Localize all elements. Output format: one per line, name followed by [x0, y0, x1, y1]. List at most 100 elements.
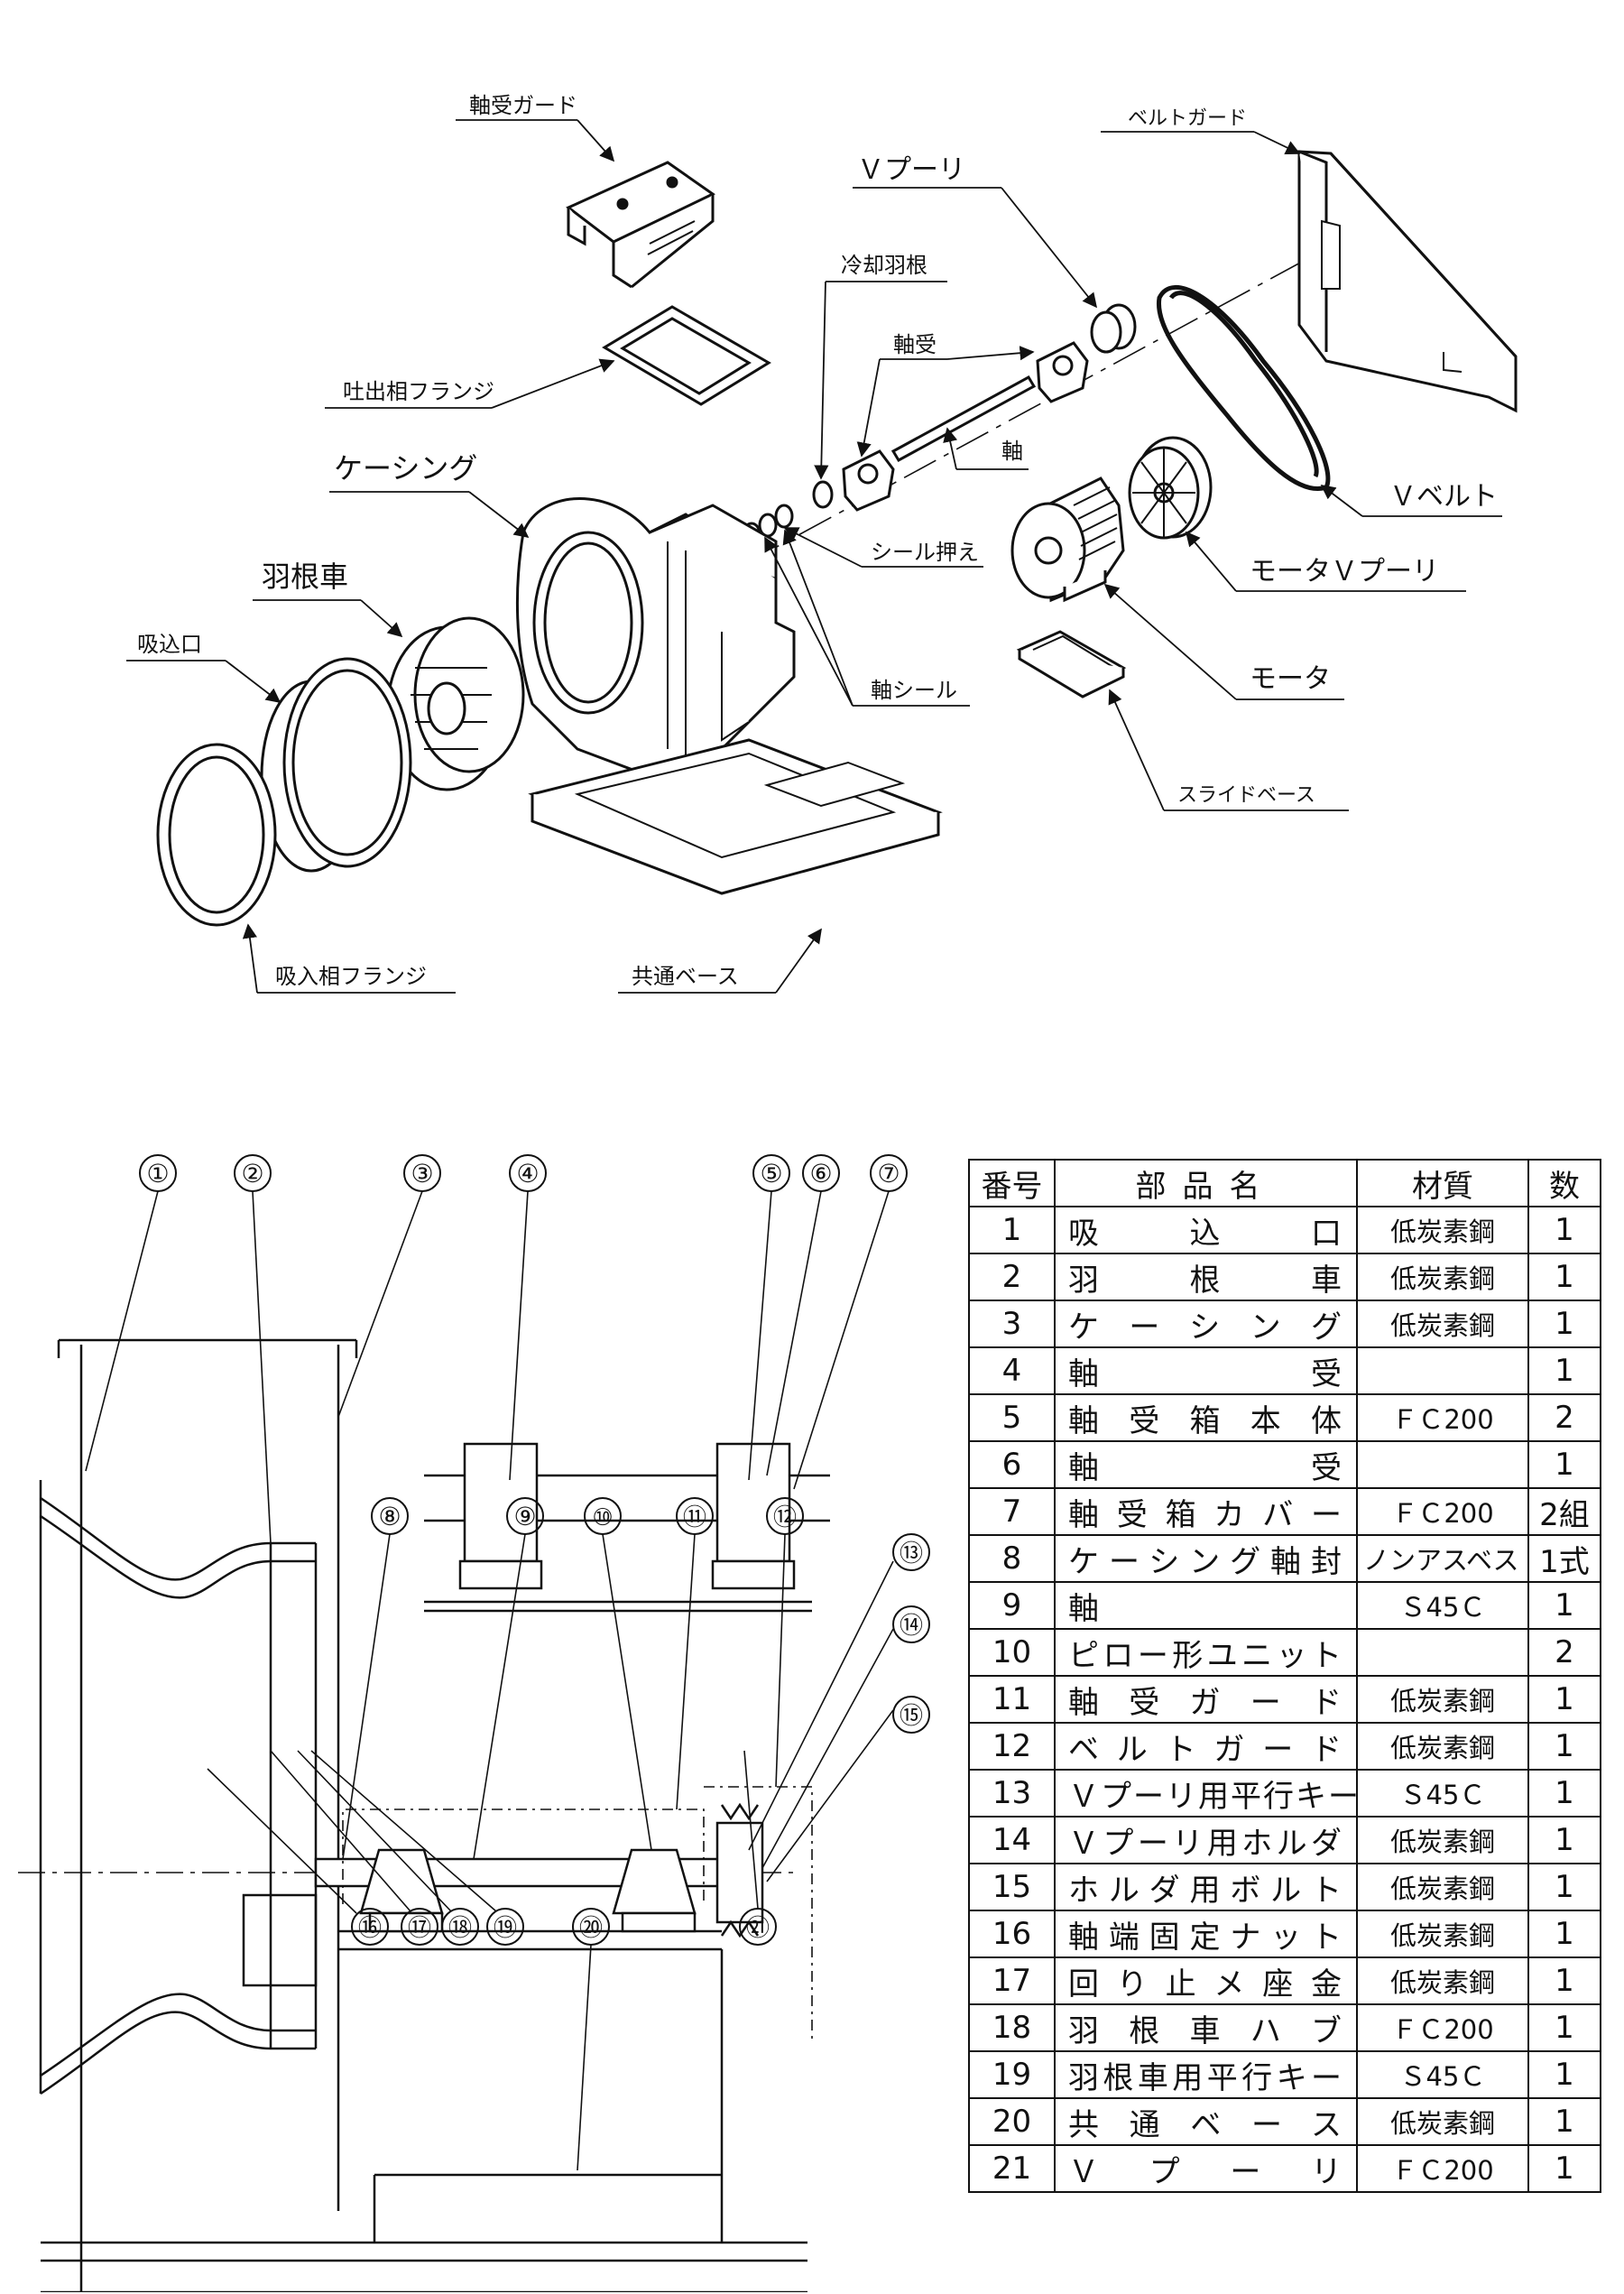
exploded-view-diagram: 軸受ガード ベルトガード Ｖプーリ 冷却羽根 軸受 吐出相フランジ ケーシング … — [126, 93, 1518, 994]
callout-16: ⑯ — [358, 1915, 382, 1942]
label-seal-retainer: シール押え — [871, 540, 979, 565]
cooling-vane-part — [812, 480, 834, 509]
cell-material: 低炭素鋼 — [1356, 1910, 1529, 1958]
label-motor-v-pulley: モータＶプーリ — [1250, 556, 1439, 587]
label-shaft-seal: 軸シール — [871, 678, 957, 703]
label-v-pulley: Ｖプーリ — [857, 154, 965, 186]
header-quantity: 数 — [1527, 1159, 1601, 1207]
cell-number: 17 — [968, 1956, 1056, 2005]
cell-material — [1356, 1346, 1529, 1395]
cell-material: Ｓ45Ｃ — [1356, 2050, 1529, 2099]
cell-part-name: 羽根車ハブ — [1054, 2003, 1358, 2052]
common-base-part — [528, 738, 943, 895]
cell-part-name: 軸受 — [1054, 1440, 1358, 1489]
cell-number: 10 — [968, 1628, 1056, 1677]
exploded-labels: 軸受ガード ベルトガード Ｖプーリ 冷却羽根 軸受 吐出相フランジ ケーシング … — [126, 93, 1502, 994]
cell-part-name: 軸受箱本体 — [1054, 1393, 1358, 1442]
callout-9: ⑨ — [513, 1502, 536, 1531]
label-casing: ケーシング — [334, 451, 477, 486]
fan-housing-section — [39, 1338, 807, 2292]
callout-15: ⑮ — [900, 1703, 923, 1730]
callout-21: ㉑ — [746, 1915, 770, 1942]
label-common-base: 共通ベース — [632, 964, 739, 989]
cell-material: 低炭素鋼 — [1356, 1816, 1529, 1864]
label-slide-base: スライドベース — [1177, 784, 1315, 807]
cell-number: 2 — [968, 1253, 1056, 1301]
cell-part-name: 羽根車 — [1054, 1253, 1358, 1301]
cell-material: 低炭素鋼 — [1356, 1253, 1529, 1301]
motor-part — [1010, 476, 1125, 603]
cell-number: 15 — [968, 1863, 1056, 1911]
label-impeller: 羽根車 — [262, 560, 348, 594]
label-shaft: 軸 — [1001, 439, 1023, 464]
callout-11: ⑪ — [683, 1504, 706, 1531]
cell-quantity: 1 — [1527, 1440, 1601, 1489]
cell-quantity: 1式 — [1527, 1534, 1601, 1583]
cell-quantity: 1 — [1527, 2050, 1601, 2099]
table-header-row: 番号 部品名 材質 数 — [968, 1159, 1601, 1207]
label-bearing: 軸受 — [893, 332, 937, 357]
rear-bearing-part — [1036, 341, 1089, 403]
cell-number: 18 — [968, 2003, 1056, 2052]
suction-flange-part — [156, 743, 277, 927]
callout-18: ⑱ — [448, 1915, 472, 1942]
cell-part-name: ケーシング軸封 — [1054, 1534, 1358, 1583]
cell-part-name: 軸受ガード — [1054, 1675, 1358, 1724]
callout-14: ⑭ — [900, 1613, 923, 1640]
cell-quantity: 1 — [1527, 1346, 1601, 1395]
shaft-part — [890, 375, 1037, 463]
cell-part-name: Ｖプーリ — [1054, 2144, 1358, 2193]
callout-19: ⑲ — [494, 1915, 517, 1942]
cell-number: 1 — [968, 1206, 1056, 1254]
casing-part — [515, 497, 796, 778]
cell-part-name: 回り止メ座金 — [1054, 1956, 1358, 2005]
cell-number: 11 — [968, 1675, 1056, 1724]
inlet-part — [260, 657, 412, 873]
cell-material: 低炭素鋼 — [1356, 1206, 1529, 1254]
section-callouts-middle: ⑧ ⑨ ⑩ ⑪ ⑫ ⑬ ⑭ ⑮ — [342, 1497, 930, 1882]
callout-13: ⑬ — [900, 1540, 923, 1568]
cell-quantity: 1 — [1527, 1816, 1601, 1864]
bearing-inset-view — [424, 1442, 830, 1613]
cell-number: 6 — [968, 1440, 1056, 1489]
cell-material: Ｓ45Ｃ — [1356, 1581, 1529, 1630]
cell-material: 低炭素鋼 — [1356, 1956, 1529, 2005]
cell-quantity: 1 — [1527, 1581, 1601, 1630]
label-bearing-guard: 軸受ガード — [469, 93, 577, 118]
cell-material — [1356, 1440, 1529, 1489]
cell-material: 低炭素鋼 — [1356, 1722, 1529, 1771]
cell-material: 低炭素鋼 — [1356, 2097, 1529, 2146]
cell-material: 低炭素鋼 — [1356, 1300, 1529, 1348]
cell-part-name: ケーシング — [1054, 1300, 1358, 1348]
belt-guard-part — [1297, 150, 1518, 413]
cell-number: 8 — [968, 1534, 1056, 1583]
cell-material: ＦＣ200 — [1356, 2144, 1529, 2193]
cell-material: ＦＣ200 — [1356, 1393, 1529, 1442]
cell-number: 3 — [968, 1300, 1056, 1348]
impeller-part — [386, 616, 525, 791]
cell-number: 21 — [968, 2144, 1056, 2193]
shaft-and-bearings-section — [314, 1802, 764, 1938]
cell-part-name: 羽根車用平行キー — [1054, 2050, 1358, 2099]
cell-part-name: 吸込口 — [1054, 1206, 1358, 1254]
label-v-belt: Ｖベルト — [1389, 481, 1498, 513]
callout-3: ③ — [411, 1159, 433, 1189]
cell-quantity: 1 — [1527, 1956, 1601, 2005]
callout-4: ④ — [516, 1159, 539, 1189]
cell-material: ＦＣ200 — [1356, 1487, 1529, 1536]
header-part-name: 部品名 — [1054, 1159, 1358, 1207]
cell-quantity: 1 — [1527, 1722, 1601, 1771]
cell-quantity: 2 — [1527, 1393, 1601, 1442]
cell-quantity: 1 — [1527, 1206, 1601, 1254]
cell-part-name: ベルトガード — [1054, 1722, 1358, 1771]
